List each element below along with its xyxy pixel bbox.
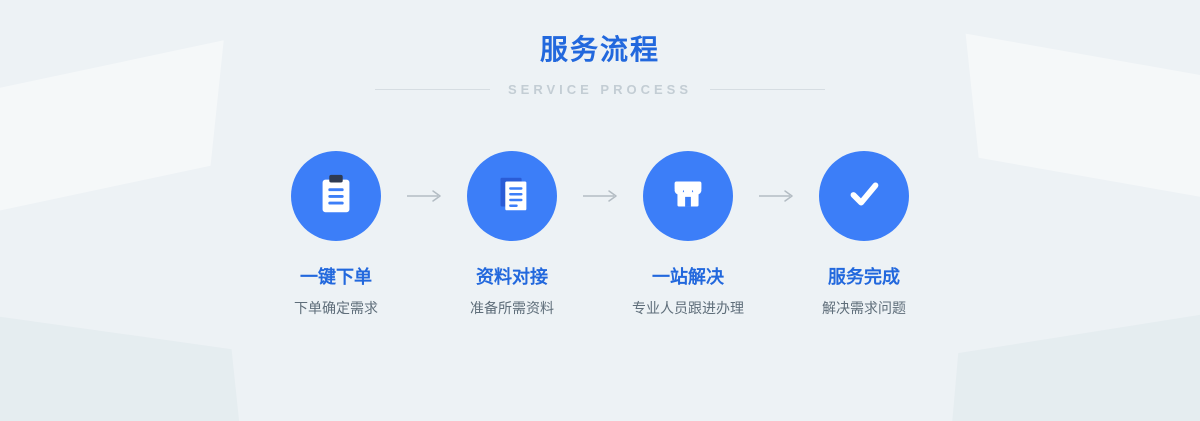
section-subtitle: SERVICE PROCESS xyxy=(507,82,693,97)
step-circle xyxy=(467,151,557,241)
subtitle-row: SERVICE PROCESS xyxy=(0,82,1200,97)
clipboard-icon xyxy=(313,171,359,222)
step-materials: 资料对接 准备所需资料 xyxy=(442,151,582,318)
step-sublabel: 解决需求问题 xyxy=(822,300,906,316)
process-steps: 一键下单 下单确定需求 xyxy=(0,151,1200,318)
background-shape xyxy=(945,303,1200,421)
arrow-right-icon xyxy=(406,190,442,202)
background-shape xyxy=(0,307,246,421)
documents-icon xyxy=(489,171,535,222)
step-label: 资料对接 xyxy=(476,267,548,287)
step-label: 服务完成 xyxy=(828,267,900,287)
step-label: 一键下单 xyxy=(300,267,372,287)
step-circle xyxy=(643,151,733,241)
arrow-right-icon xyxy=(758,190,794,202)
step-sublabel: 准备所需资料 xyxy=(470,300,554,316)
section-header: 服务流程 SERVICE PROCESS xyxy=(0,0,1200,97)
arrow-right-icon xyxy=(582,190,618,202)
step-circle xyxy=(819,151,909,241)
step-label: 一站解决 xyxy=(652,267,724,287)
step-complete: 服务完成 解决需求问题 xyxy=(794,151,934,318)
check-icon xyxy=(841,171,887,222)
step-sublabel: 专业人员跟进办理 xyxy=(632,300,744,316)
step-order: 一键下单 下单确定需求 xyxy=(266,151,406,318)
storefront-icon xyxy=(665,171,711,222)
section-title: 服务流程 xyxy=(539,34,660,65)
step-sublabel: 下单确定需求 xyxy=(294,300,378,316)
divider-line-right xyxy=(710,89,826,90)
step-one-stop: 一站解决 专业人员跟进办理 xyxy=(618,151,758,318)
divider-line-left xyxy=(374,89,490,90)
step-circle xyxy=(291,151,381,241)
